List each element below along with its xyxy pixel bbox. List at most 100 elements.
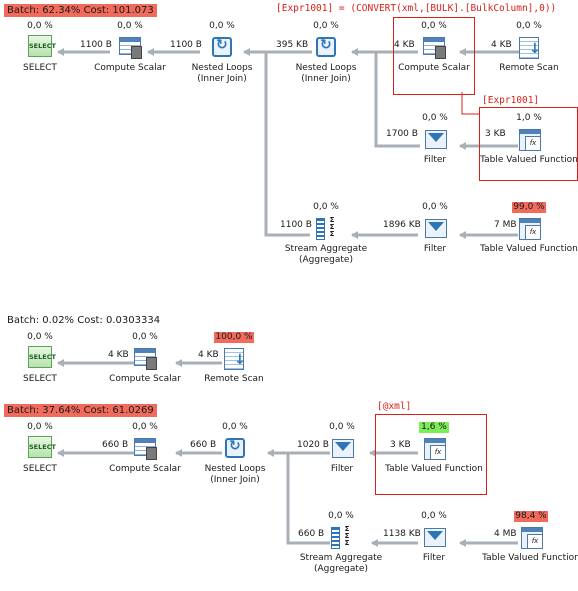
plan-node-compute-scalar[interactable]: 0,0 % Compute Scalar xyxy=(75,21,185,74)
plan-node-nested-loops[interactable]: 0,0 % Nested Loops (Inner Join) xyxy=(180,422,290,486)
expression-annotation: [Expr1001] xyxy=(482,95,540,106)
row-size-label: 1138 KB xyxy=(383,529,421,539)
cost-percentage: 0,0 % xyxy=(27,21,53,31)
operator-name: Compute Scalar xyxy=(109,374,181,384)
cost-percentage: 98,4 % xyxy=(514,511,548,522)
plan-node-filter[interactable]: 0,0 % Filter xyxy=(287,422,397,475)
compute-scalar-icon xyxy=(118,35,142,59)
operator-name: Remote Scan xyxy=(204,374,264,384)
row-size-label: 3 KB xyxy=(390,440,411,450)
cost-percentage: 1,6 % xyxy=(419,422,449,433)
flow-arrow xyxy=(264,52,310,237)
operator-name: Remote Scan xyxy=(499,63,559,73)
plan-node-table-valued-function[interactable]: 1,0 % fx Table Valued Function xyxy=(474,113,578,166)
row-size-label: 660 B xyxy=(298,529,325,539)
cost-percentage: 0,0 % xyxy=(117,21,143,31)
operator-name: Nested Loops (Inner Join) xyxy=(295,63,357,84)
row-size-label: 7 MB xyxy=(494,220,517,230)
plan-node-table-valued-function[interactable]: 99,0 % fx Table Valued Function xyxy=(474,202,578,255)
operator-name: Compute Scalar xyxy=(398,63,470,73)
plan-node-select[interactable]: 0,0 % SELECT SELECT xyxy=(0,21,95,74)
filter-icon xyxy=(422,525,446,549)
row-size-label: 4 KB xyxy=(491,40,512,50)
cost-percentage: 100,0 % xyxy=(214,332,254,343)
operator-name: Filter xyxy=(422,553,446,563)
compute-scalar-icon xyxy=(422,35,446,59)
operator-name: SELECT xyxy=(23,63,57,73)
plan-node-select[interactable]: 0,0 % SELECT SELECT xyxy=(0,332,95,385)
operator-name: Table Valued Function xyxy=(480,155,578,165)
row-size-label: 1700 B xyxy=(386,129,418,139)
plan-node-remote-scan[interactable]: 0,0 % ↓ Remote Scan xyxy=(474,21,578,74)
filter-icon xyxy=(423,127,447,151)
operator-name: Stream Aggregate (Aggregate) xyxy=(299,553,383,574)
row-size-label: 1100 B xyxy=(80,40,112,50)
batch-cost-header: Batch: 0.02% Cost: 0.0303334 xyxy=(7,315,161,326)
cost-percentage: 0,0 % xyxy=(222,422,248,432)
compute-scalar-icon xyxy=(133,436,157,460)
operator-name: Compute Scalar xyxy=(94,63,166,73)
operator-name: SELECT xyxy=(23,464,57,474)
compute-scalar-icon xyxy=(133,346,157,370)
plan-node-compute-scalar[interactable]: 0,0 % Compute Scalar xyxy=(90,422,200,475)
plan-node-remote-scan[interactable]: 100,0 % ↓ Remote Scan xyxy=(179,332,289,385)
cost-percentage: 0,0 % xyxy=(27,332,53,342)
operator-name: Table Valued Function xyxy=(385,464,483,474)
cost-percentage: 0,0 % xyxy=(329,422,355,432)
row-size-label: 1896 KB xyxy=(383,220,421,230)
table-valued-function-icon: fx xyxy=(519,525,543,549)
cost-percentage: 99,0 % xyxy=(512,202,546,213)
operator-name: Table Valued Function xyxy=(482,553,578,563)
row-size-label: 1020 B xyxy=(297,440,329,450)
select-icon: SELECT xyxy=(28,436,56,460)
plan-node-nested-loops[interactable]: 0,0 % Nested Loops (Inner Join) xyxy=(271,21,381,85)
plan-node-filter[interactable]: 0,0 % Filter xyxy=(380,113,490,166)
plan-node-table-valued-function[interactable]: 98,4 % fx Table Valued Function xyxy=(476,511,578,564)
annotation-connector xyxy=(461,92,479,115)
plan-node-select[interactable]: 0,0 % SELECT SELECT xyxy=(0,422,95,475)
filter-icon xyxy=(330,436,354,460)
row-size-label: 1100 B xyxy=(280,220,312,230)
table-valued-function-icon: fx xyxy=(422,436,446,460)
cost-percentage: 0,0 % xyxy=(516,21,542,31)
cost-percentage: 0,0 % xyxy=(421,21,447,31)
remote-scan-icon: ↓ xyxy=(222,346,246,370)
operator-name: Filter xyxy=(423,155,447,165)
select-icon: SELECT xyxy=(28,35,56,59)
highlight-box xyxy=(393,17,475,95)
cost-percentage: 0,0 % xyxy=(132,332,158,342)
operator-name: SELECT xyxy=(23,374,57,384)
plan-node-compute-scalar[interactable]: 0,0 % Compute Scalar xyxy=(90,332,200,385)
plan-node-table-valued-function[interactable]: 1,6 % fx Table Valued Function xyxy=(379,422,489,475)
cost-percentage: 0,0 % xyxy=(132,422,158,432)
row-size-label: 4 KB xyxy=(198,350,219,360)
plan-node-filter[interactable]: 0,0 % Filter xyxy=(379,511,489,564)
operator-name: Filter xyxy=(330,464,354,474)
cost-percentage: 1,0 % xyxy=(516,113,542,123)
row-size-label: 4 KB xyxy=(394,40,415,50)
operator-name: Compute Scalar xyxy=(109,464,181,474)
table-valued-function-icon: fx xyxy=(517,127,541,151)
operator-name: Filter xyxy=(423,244,447,254)
row-size-label: 660 B xyxy=(190,440,217,450)
expression-annotation: [@xml] xyxy=(377,401,412,412)
nested-loops-icon xyxy=(223,436,247,460)
row-size-label: 395 KB xyxy=(276,40,309,50)
row-size-label: 660 B xyxy=(102,440,129,450)
highlight-box xyxy=(375,414,487,495)
plan-node-filter[interactable]: 0,0 % Filter xyxy=(380,202,490,255)
cost-percentage: 0,0 % xyxy=(328,511,354,521)
cost-percentage: 0,0 % xyxy=(27,422,53,432)
batch-cost-header: Batch: 37.64% Cost: 61.0269 xyxy=(4,404,157,417)
plan-node-nested-loops[interactable]: 0,0 % Nested Loops (Inner Join) xyxy=(167,21,277,85)
batch-cost-header: Batch: 62.34% Cost: 101.073 xyxy=(4,4,157,17)
flow-arrow xyxy=(286,453,330,545)
plan-node-compute-scalar[interactable]: 0,0 % Compute Scalar xyxy=(379,21,489,74)
table-valued-function-icon: fx xyxy=(517,216,541,240)
operator-name: Nested Loops (Inner Join) xyxy=(191,63,253,84)
row-size-label: 4 KB xyxy=(108,350,129,360)
